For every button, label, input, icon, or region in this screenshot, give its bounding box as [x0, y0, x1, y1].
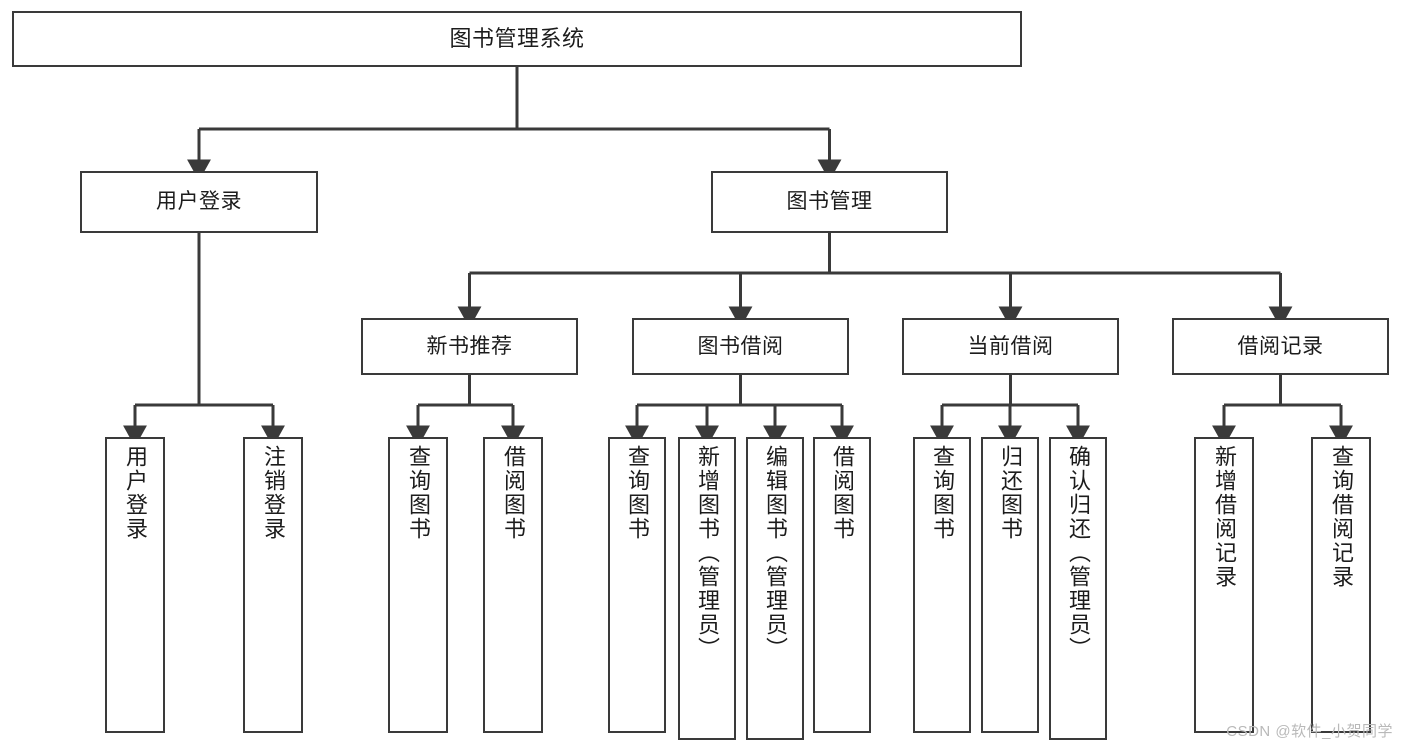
node-label: 借阅图书 [501, 445, 526, 541]
node-leaf-add-book[interactable]: 新增图书（管理员） [678, 437, 736, 740]
node-book-manage[interactable]: 图书管理 [711, 171, 948, 233]
node-user-login[interactable]: 用户登录 [80, 171, 318, 233]
node-label: 用户登录 [123, 445, 148, 541]
node-new-book-recommend[interactable]: 新书推荐 [361, 318, 578, 375]
node-label: 查询图书 [930, 445, 955, 541]
node-label: 注销登录 [261, 445, 286, 541]
node-leaf-query-book-rec[interactable]: 查询图书 [388, 437, 448, 733]
node-leaf-user-logout[interactable]: 注销登录 [243, 437, 303, 733]
node-leaf-return-book[interactable]: 归还图书 [981, 437, 1039, 733]
node-current-borrow[interactable]: 当前借阅 [902, 318, 1119, 375]
node-borrow-record[interactable]: 借阅记录 [1172, 318, 1389, 375]
node-leaf-borrow-book-rec[interactable]: 借阅图书 [483, 437, 543, 733]
node-label: 图书管理系统 [449, 25, 585, 51]
node-leaf-add-record[interactable]: 新增借阅记录 [1194, 437, 1254, 733]
node-leaf-query-book-cur[interactable]: 查询图书 [913, 437, 971, 733]
node-label: 图书管理 [786, 190, 873, 214]
node-label: 借阅图书 [830, 445, 855, 541]
node-label: 用户登录 [156, 190, 242, 214]
node-label: 编辑图书（管理员） [763, 445, 788, 661]
node-label: 查询图书 [406, 445, 431, 541]
node-root[interactable]: 图书管理系统 [12, 11, 1022, 67]
node-label: 新书推荐 [426, 334, 513, 358]
node-label: 新增图书（管理员） [695, 445, 720, 661]
node-label: 当前借阅 [967, 334, 1054, 358]
node-label: 图书借阅 [697, 334, 784, 358]
node-book-borrow[interactable]: 图书借阅 [632, 318, 849, 375]
node-label: 查询借阅记录 [1329, 445, 1354, 589]
node-leaf-user-login[interactable]: 用户登录 [105, 437, 165, 733]
node-label: 查询图书 [625, 445, 650, 541]
node-label: 确认归还（管理员） [1066, 445, 1091, 661]
node-leaf-confirm-return[interactable]: 确认归还（管理员） [1049, 437, 1107, 740]
node-leaf-edit-book[interactable]: 编辑图书（管理员） [746, 437, 804, 740]
node-label: 新增借阅记录 [1212, 445, 1237, 589]
node-leaf-borrow-book[interactable]: 借阅图书 [813, 437, 871, 733]
node-label: 归还图书 [998, 445, 1023, 541]
watermark-text: CSDN @软件_小贺同学 [1226, 723, 1393, 740]
node-leaf-query-record[interactable]: 查询借阅记录 [1311, 437, 1371, 733]
node-leaf-query-book-borrow[interactable]: 查询图书 [608, 437, 666, 733]
node-label: 借阅记录 [1237, 334, 1324, 358]
